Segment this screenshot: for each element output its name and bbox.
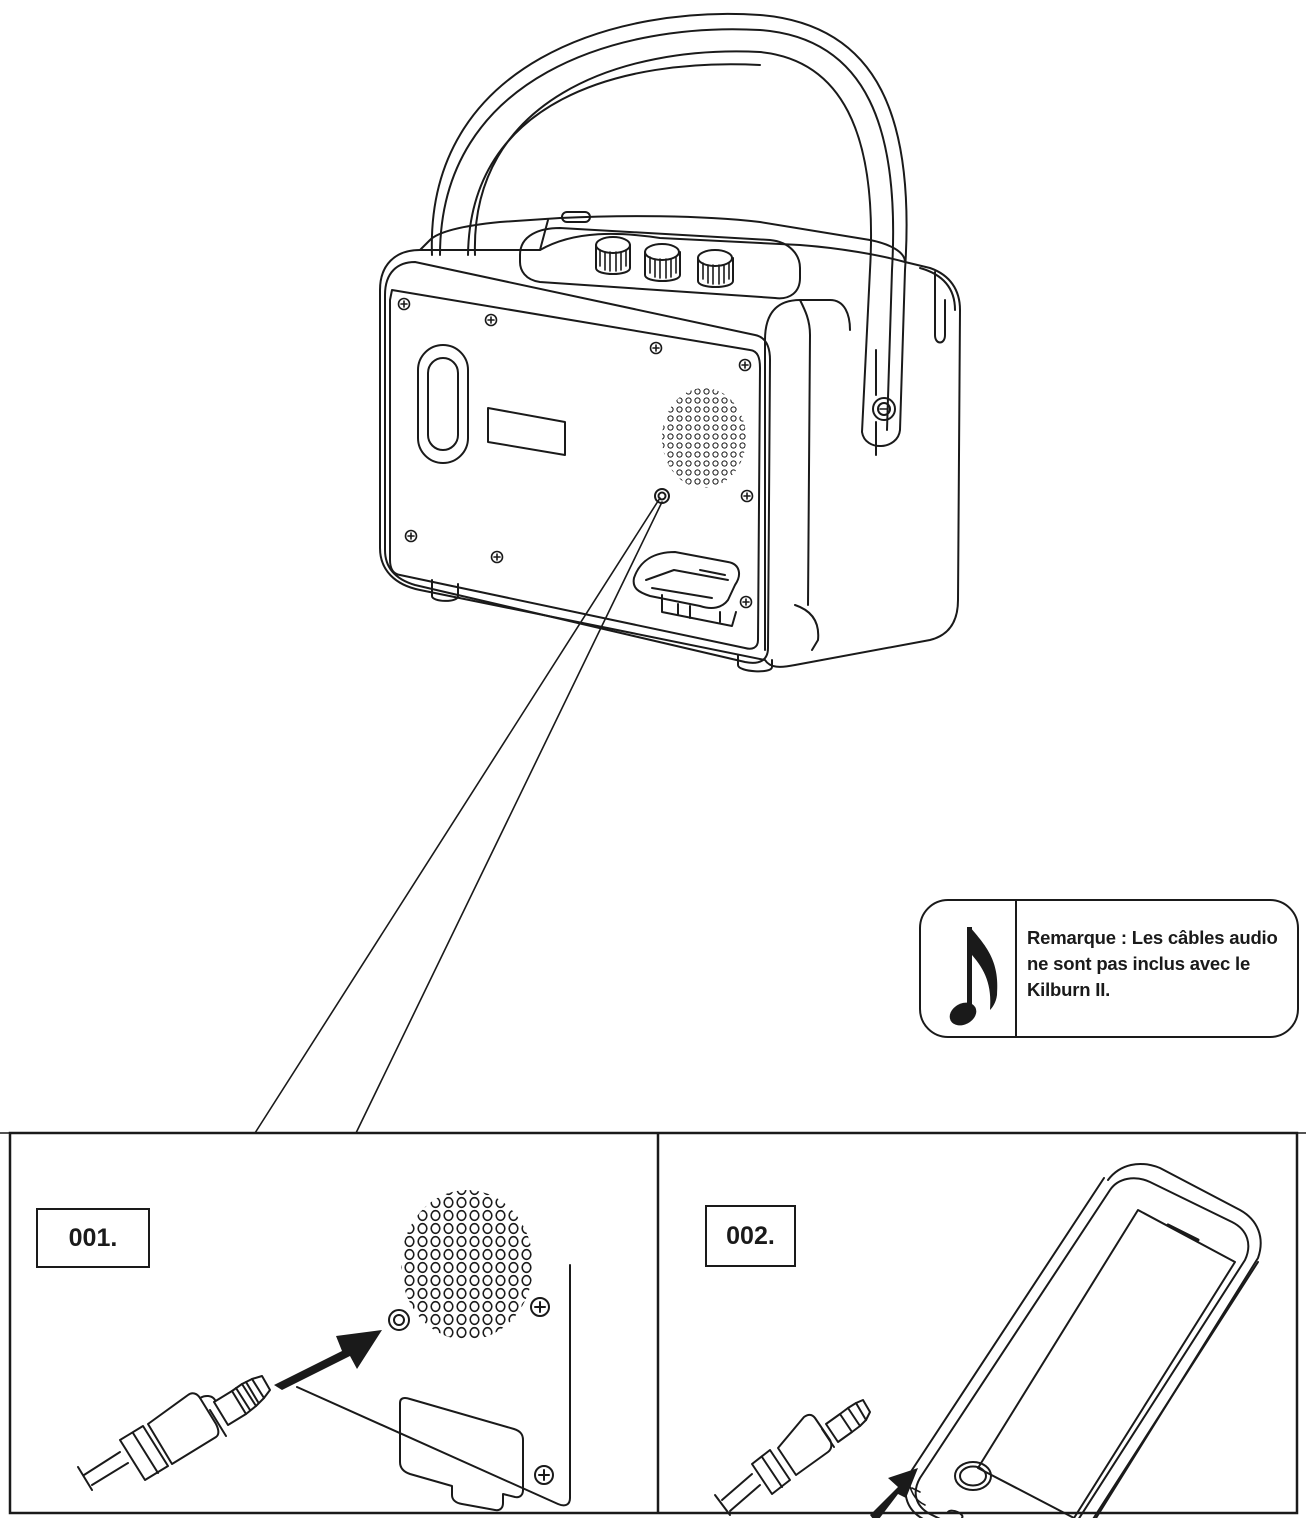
steps-panel bbox=[8, 1131, 1299, 1515]
note-text: Remarque : Les câbles audio ne sont pas … bbox=[1027, 927, 1278, 1000]
speaker-illustration bbox=[0, 12, 1306, 1134]
music-note-icon bbox=[949, 927, 998, 1026]
step2-insert-arrow bbox=[870, 1468, 918, 1518]
step2-audio-plug bbox=[714, 1399, 871, 1516]
note-box bbox=[919, 899, 1299, 1038]
step1-audio-plug bbox=[77, 1375, 271, 1491]
step-2-label: 002. bbox=[705, 1205, 796, 1267]
panel-screws bbox=[397, 297, 754, 609]
carry-handle bbox=[430, 12, 908, 456]
step1-insert-arrow bbox=[274, 1330, 382, 1390]
control-knobs bbox=[595, 236, 734, 288]
step-1-label: 001. bbox=[36, 1208, 150, 1268]
step1-illustration bbox=[296, 1190, 571, 1512]
speaker-body bbox=[379, 211, 961, 673]
step2-smartphone bbox=[904, 1163, 1262, 1518]
